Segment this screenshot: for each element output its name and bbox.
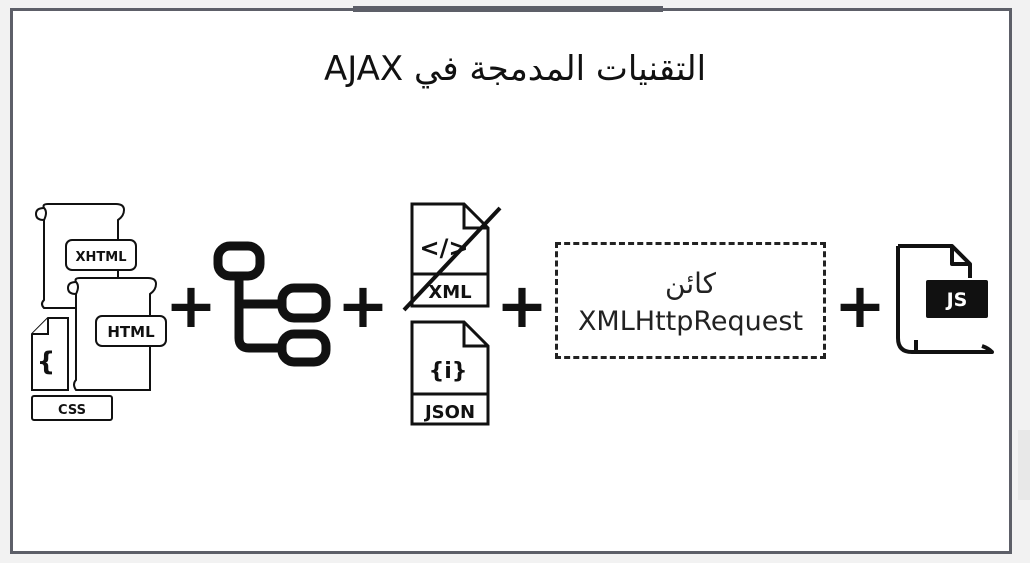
css-label: CSS <box>58 403 86 418</box>
xhr-object-box: كائن XMLHttpRequest <box>555 242 826 359</box>
plus-3: + <box>496 269 548 342</box>
xml-file-crossed-icon: </> XML <box>402 202 502 312</box>
xml-strike-line <box>402 206 502 312</box>
json-label: JSON <box>423 402 475 423</box>
frame-top-tab <box>353 6 663 12</box>
css-brace: { <box>37 347 56 377</box>
plus-4: + <box>834 269 886 342</box>
xhtml-label: XHTML <box>76 250 127 265</box>
slide-title: التقنيات المدمجة في AJAX <box>323 49 707 89</box>
plus-1: + <box>165 269 217 342</box>
slide-frame <box>10 8 1012 554</box>
xhr-object-label: كائن <box>665 267 716 300</box>
dom-tree-icon <box>213 241 331 367</box>
json-glyph: {i} <box>429 359 468 384</box>
xml-label: XML <box>428 282 471 303</box>
json-file-icon: {i} JSON <box>410 320 490 426</box>
javascript-file-icon: JS <box>896 244 994 354</box>
xhr-name-label: XMLHttpRequest <box>577 306 804 337</box>
edge-strip <box>1018 430 1030 500</box>
plus-2: + <box>337 269 389 342</box>
js-label: JS <box>945 289 968 311</box>
html-label: HTML <box>107 323 155 341</box>
markup-documents-icon: XHTML HTML { CSS <box>31 203 167 421</box>
